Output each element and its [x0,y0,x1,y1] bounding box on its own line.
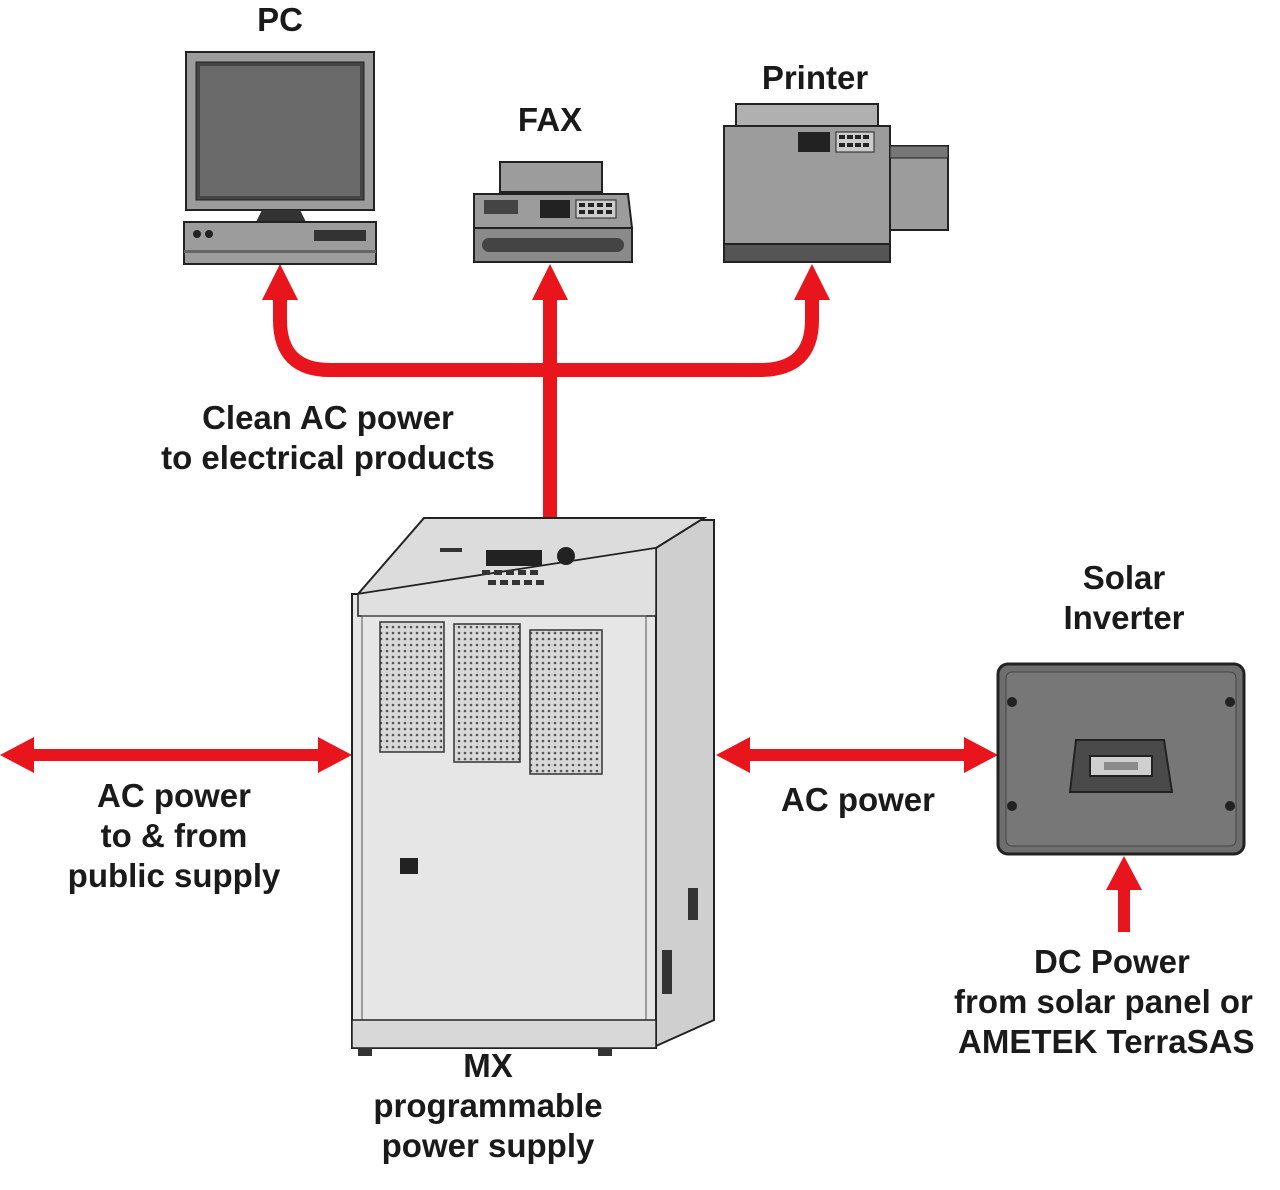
printer-icon [723,103,949,263]
dc-power-label: DC Power from solar panel or AMETEK Terr… [954,943,1255,1060]
clean-ac-arrows [273,298,819,520]
fax-icon [473,161,634,263]
public-supply-arrowhead-left [0,737,34,773]
printer-label: Printer [761,59,869,96]
fax-arrowhead [532,264,568,300]
branch-to-pc-arrow [273,298,550,377]
clean-ac-power-label: Clean AC power to electrical products [161,399,495,476]
public-supply-label: AC power to & from public supply [67,777,281,894]
mx-supply-label: MX programmable power supply [373,1047,603,1164]
fax-label: FAX [517,101,583,138]
solar-inverter-label: Solar Inverter [1063,559,1185,636]
pc-arrowhead [262,264,298,300]
inverter-arrowhead-left [716,737,750,773]
pc-label: PC [257,1,303,38]
mx-cabinet-icon [351,517,715,1056]
pc-icon [183,51,377,265]
public-supply-arrowhead-right [318,737,352,773]
solar-inverter-icon [996,662,1246,856]
dc-arrowhead [1106,856,1142,890]
public-supply-arrow-shaft [28,749,324,761]
inverter-arrowhead-right [964,737,998,773]
inverter-arrow-shaft [742,749,972,761]
branch-to-printer-arrow [550,298,819,377]
dc-arrow-shaft [1118,880,1130,932]
arrowheads [0,264,1142,932]
printer-arrowhead [794,264,830,300]
ac-power-label: AC power [780,781,935,818]
